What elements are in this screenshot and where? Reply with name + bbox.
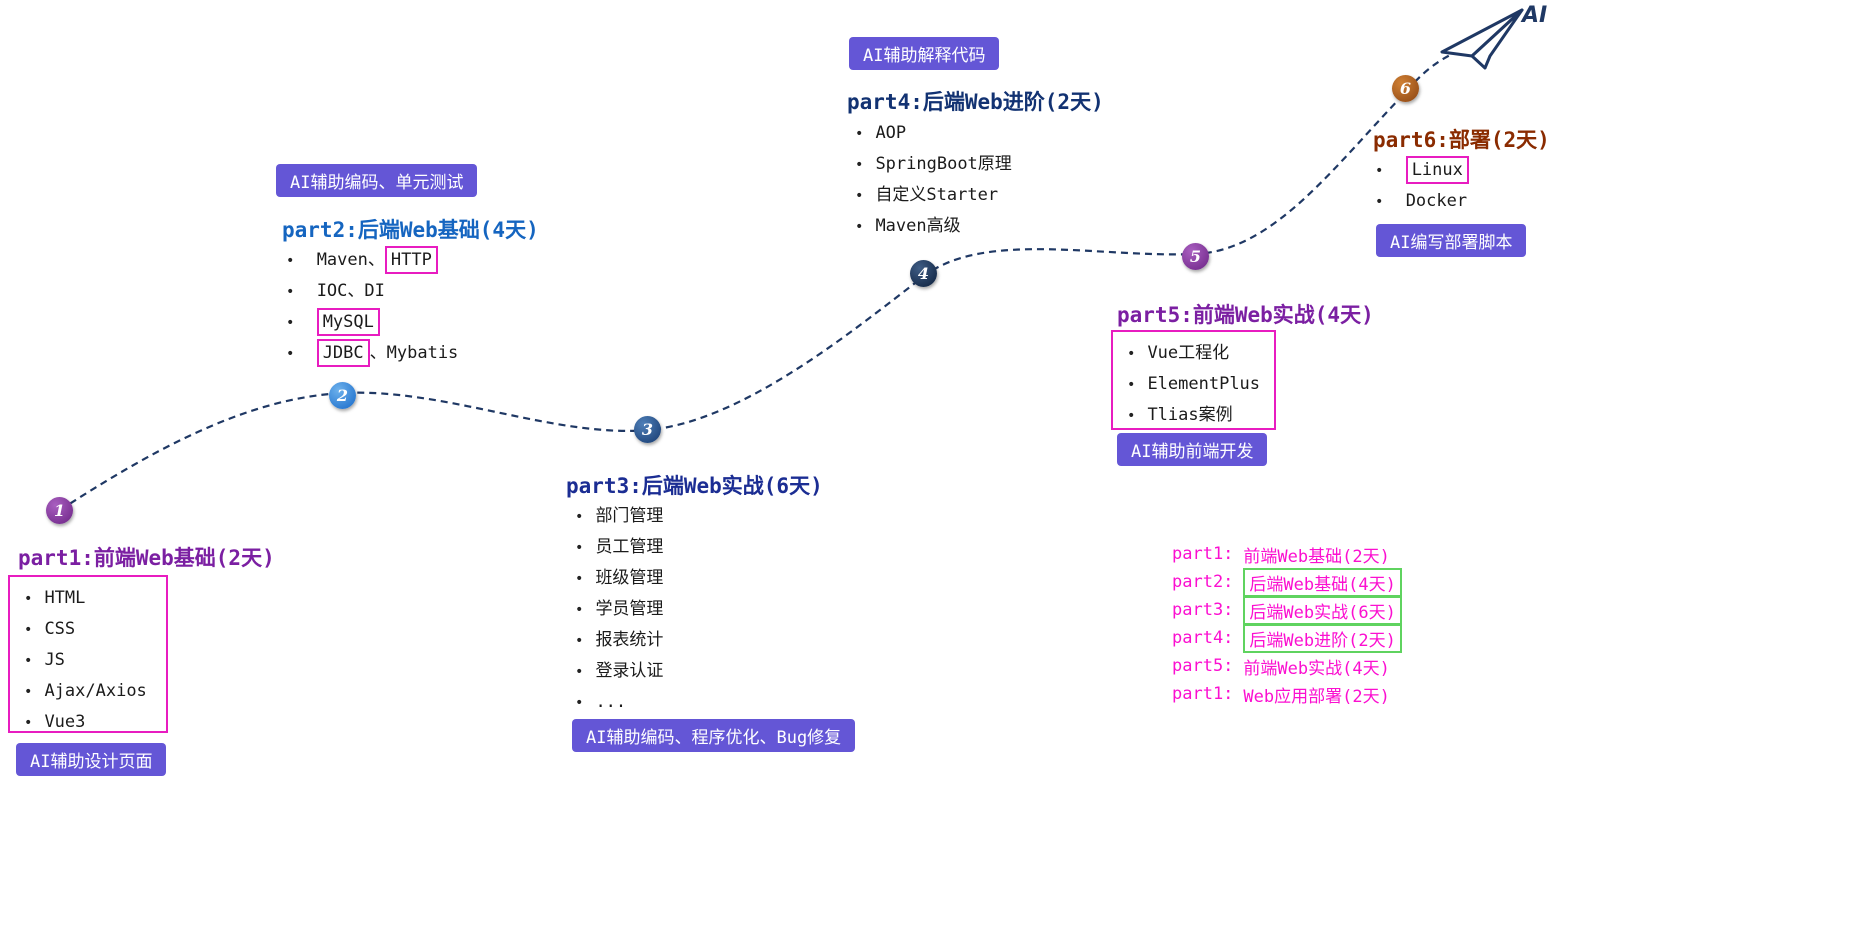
legend-part-text: 前端Web实战(4天) xyxy=(1243,658,1390,679)
topic-text: Docker xyxy=(1405,191,1468,211)
topic-text: Maven、 xyxy=(316,250,385,270)
list-item: ... xyxy=(575,687,663,718)
list-item: 自定义Starter xyxy=(855,180,1012,211)
list-item: 班级管理 xyxy=(575,563,663,594)
legend-row: part2: 后端Web基础(4天) xyxy=(1172,567,1402,597)
list-item: 登录认证 xyxy=(575,656,663,687)
highlighted-keyword: JDBC xyxy=(316,339,370,367)
part4-topic-list: AOP SpringBoot原理 自定义Starter Maven高级 xyxy=(855,118,1012,242)
list-item: CSS xyxy=(24,614,166,645)
paper-plane-icon xyxy=(1440,8,1524,70)
milestone-6: 6 xyxy=(1392,75,1419,102)
list-item: Tlias案例 xyxy=(1127,400,1274,431)
milestone-1: 1 xyxy=(46,497,73,524)
list-item: 部门管理 xyxy=(575,501,663,532)
part5-topics-box: Vue工程化 ElementPlus Tlias案例 xyxy=(1111,330,1276,430)
topic-text: 、Mybatis xyxy=(369,343,459,363)
list-item: HTML xyxy=(24,583,166,614)
part2-topic-list: Maven、HTTP IOC、DI MySQL JDBC、Mybatis xyxy=(286,245,458,369)
legend-part-text: 前端Web基础(2天) xyxy=(1243,546,1390,567)
part6-ai-badge: AI编写部署脚本 xyxy=(1376,224,1527,257)
legend-part-label: part2: xyxy=(1172,572,1234,592)
legend-row: part1: 前端Web基础(2天) xyxy=(1172,540,1402,568)
legend-part-label: part3: xyxy=(1172,600,1234,620)
milestone-4: 4 xyxy=(910,260,937,287)
list-item: 学员管理 xyxy=(575,594,663,625)
list-item: SpringBoot原理 xyxy=(855,149,1011,180)
plane-ai-label: AI xyxy=(1522,3,1548,28)
legend-part-text: 后端Web实战(6天) xyxy=(1243,595,1402,625)
part2-title: part2:后端Web基础(4天) xyxy=(282,218,539,242)
list-item: MySQL xyxy=(286,307,458,338)
legend-part-label: part1: xyxy=(1172,684,1234,704)
list-item: ElementPlus xyxy=(1127,369,1274,400)
part2-ai-badge: AI辅助编码、单元测试 xyxy=(276,164,478,197)
list-item: JDBC、Mybatis xyxy=(286,338,458,369)
part3-ai-badge: AI辅助编码、程序优化、Bug修复 xyxy=(572,719,856,752)
part4-ai-badge: AI辅助解释代码 xyxy=(849,37,1000,70)
part1-topics-box: HTML CSS JS Ajax/Axios Vue3 xyxy=(8,575,168,733)
part6-title: part6:部署(2天) xyxy=(1373,128,1550,152)
part5-title: part5:前端Web实战(4天) xyxy=(1117,303,1374,327)
part1-title: part1:前端Web基础(2天) xyxy=(18,546,275,570)
legend-part-text: Web应用部署(2天) xyxy=(1243,686,1390,707)
highlighted-keyword: MySQL xyxy=(316,308,380,336)
part3-title: part3:后端Web实战(6天) xyxy=(566,474,823,498)
part3-topic-list: 部门管理 员工管理 班级管理 学员管理 报表统计 登录认证 ... xyxy=(575,501,663,718)
list-item: Vue3 xyxy=(24,707,166,738)
legend-part-label: part5: xyxy=(1172,656,1234,676)
legend-part-label: part1: xyxy=(1172,544,1234,564)
part5-ai-badge: AI辅助前端开发 xyxy=(1117,433,1268,466)
legend-row: part4: 后端Web进阶(2天) xyxy=(1172,623,1402,653)
list-item: 报表统计 xyxy=(575,625,663,656)
highlighted-keyword: Linux xyxy=(1405,156,1469,184)
legend-part-label: part4: xyxy=(1172,628,1234,648)
milestone-2: 2 xyxy=(329,382,356,409)
list-item: Ajax/Axios xyxy=(24,676,166,707)
list-item: Vue工程化 xyxy=(1127,338,1274,369)
part6-topic-list: Linux Docker xyxy=(1375,155,1469,217)
list-item: JS xyxy=(24,645,166,676)
list-item: IOC、DI xyxy=(286,276,458,307)
list-item: 员工管理 xyxy=(575,532,663,563)
legend-part-text: 后端Web进阶(2天) xyxy=(1243,623,1402,653)
part4-title: part4:后端Web进阶(2天) xyxy=(847,90,1104,114)
part1-ai-badge: AI辅助设计页面 xyxy=(16,743,167,776)
list-item: Docker xyxy=(1375,186,1469,217)
milestone-3: 3 xyxy=(634,416,661,443)
legend-part-text: 后端Web基础(4天) xyxy=(1243,567,1402,597)
list-item: Maven、HTTP xyxy=(286,245,458,276)
legend-row: part5: 前端Web实战(4天) xyxy=(1172,652,1402,680)
topic-text: IOC、DI xyxy=(316,281,385,301)
list-item: Linux xyxy=(1375,155,1469,186)
part5-topic-list: Vue工程化 ElementPlus Tlias案例 xyxy=(1113,332,1274,431)
part1-topic-list: HTML CSS JS Ajax/Axios Vue3 xyxy=(10,577,166,738)
highlighted-keyword: HTTP xyxy=(384,246,438,274)
list-item: AOP xyxy=(855,118,1012,149)
legend: part1: 前端Web基础(2天) part2: 后端Web基础(4天) pa… xyxy=(1172,540,1402,708)
legend-row: part3: 后端Web实战(6天) xyxy=(1172,595,1402,625)
list-item: Maven高级 xyxy=(855,211,1012,242)
legend-row: part1: Web应用部署(2天) xyxy=(1172,680,1402,708)
milestone-5: 5 xyxy=(1182,243,1209,270)
